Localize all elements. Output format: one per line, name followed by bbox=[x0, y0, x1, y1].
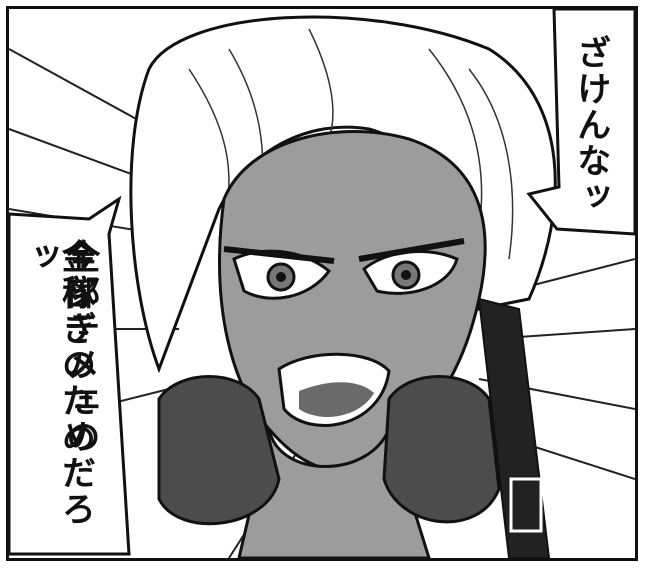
speech-balloon-right bbox=[526, 9, 635, 236]
strap-buckle bbox=[509, 477, 543, 533]
dialogue-left-line2: 金稼ぎのためだろッ bbox=[19, 239, 96, 527]
right-fist bbox=[382, 375, 501, 524]
strap bbox=[477, 297, 551, 558]
dialogue-left-line1: 全部テメェの bbox=[59, 239, 100, 455]
manga-panel: ざけんなッ 全部テメェの 金稼ぎのためだろッ bbox=[6, 6, 638, 561]
left-fist bbox=[157, 375, 281, 526]
dialogue-right: ざけんなッ bbox=[570, 35, 611, 215]
manga-character-art bbox=[9, 9, 635, 558]
speech-balloon-left bbox=[9, 195, 131, 556]
eyes bbox=[223, 238, 465, 300]
